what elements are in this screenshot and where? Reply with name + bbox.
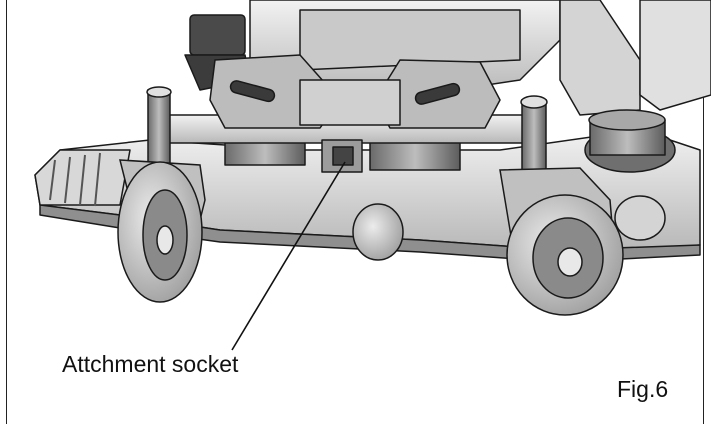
callout-leader-line: [231, 161, 346, 351]
caster-wheel-icon: [117, 86, 206, 303]
figure-label: Fig.6: [617, 376, 669, 402]
callout-label: Attchment socket: [62, 351, 239, 377]
figure-frame: [6, 0, 704, 424]
caster-wheel-right: [499, 95, 666, 316]
anti-scalp-roller: [352, 203, 404, 261]
hitch-socket-icon: [321, 139, 363, 173]
